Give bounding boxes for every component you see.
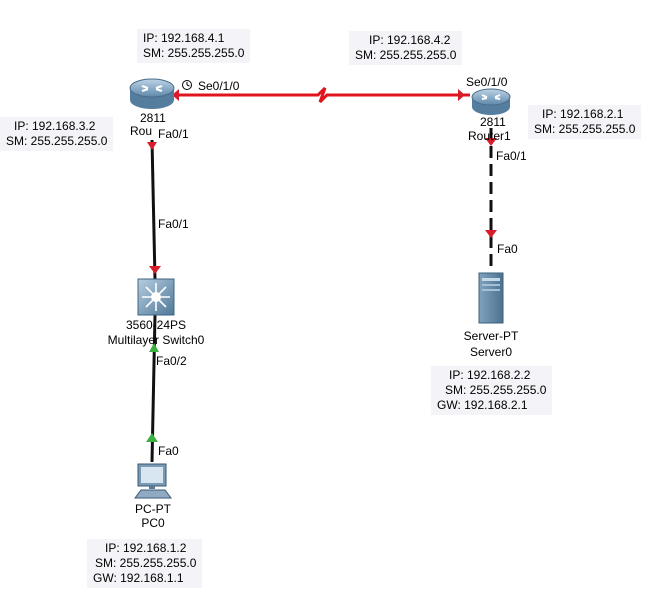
port-marker-router1-serial — [458, 89, 465, 101]
note-gw: GW: 192.168.1.1 — [93, 571, 184, 585]
note-sm: SM: 255.255.255.0 — [6, 134, 108, 148]
note-ip: IP: 192.168.4.2 — [369, 33, 451, 47]
pc0-name-label: PC0 — [141, 516, 165, 530]
note-ip: IP: 192.168.3.2 — [14, 119, 96, 133]
port-marker-router1-fa — [485, 138, 497, 146]
pc0-model-label: PC-PT — [135, 502, 171, 516]
router0[interactable] — [128, 78, 176, 112]
note-sm: SM: 255.255.255.0 — [534, 122, 636, 136]
multilayer-switch0[interactable] — [137, 278, 175, 316]
switch0-model-label: 3560-24PS — [125, 318, 187, 332]
multilayer-switch-icon — [137, 278, 175, 316]
serial-link[interactable] — [175, 86, 470, 104]
switch0-fa-down-port-label: Fa0/2 — [156, 354, 187, 368]
port-marker-router0-fa — [147, 142, 157, 150]
server0-model-label: Server-PT — [463, 329, 519, 343]
note-sm: SM: 255.255.255.0 — [445, 383, 547, 397]
note-ip: IP: 192.168.4.1 — [143, 31, 225, 45]
switch0-fa-up-port-label: Fa0/1 — [158, 217, 189, 231]
server0-name-label: Server0 — [469, 345, 513, 359]
note-ip: IP: 192.168.2.2 — [449, 368, 531, 382]
router1-serial-port-label: Se0/1/0 — [466, 75, 508, 89]
server0[interactable] — [477, 272, 505, 324]
router1-name-label: Router1 — [468, 129, 511, 143]
router0-name-label: Rou — [130, 124, 153, 138]
port-marker-switch0-fa-down — [149, 343, 159, 352]
server-icon — [478, 272, 504, 324]
server0-fa-port-label: Fa0 — [497, 242, 518, 256]
ethernet-link-router0-switch0[interactable] — [150, 139, 157, 281]
port-marker-router0-serial — [172, 89, 179, 101]
port-marker-server0-fa — [485, 230, 497, 238]
note-sm: SM: 255.255.255.0 — [355, 48, 457, 62]
note-ip: IP: 192.168.1.2 — [105, 541, 187, 555]
clock-icon — [182, 80, 192, 90]
note-gw: GW: 192.168.2.1 — [437, 398, 528, 412]
router1-fa-port-label: Fa0/1 — [496, 149, 527, 163]
note-sm: SM: 255.255.255.0 — [95, 556, 197, 570]
router1[interactable] — [470, 88, 512, 118]
port-marker-switch0-fa-up — [149, 266, 161, 274]
router-icon — [471, 88, 511, 115]
router0-model-label: 2811 — [140, 111, 166, 125]
pc-icon — [134, 463, 172, 499]
router0-serial-port-label: Se0/1/0 — [198, 79, 240, 93]
router-icon — [129, 78, 175, 109]
note-sm: SM: 255.255.255.0 — [143, 46, 245, 60]
pc0-fa-port-label: Fa0 — [158, 444, 179, 458]
switch0-name-label: Multilayer Switch0 — [107, 333, 205, 347]
router1-model-label: 2811 — [480, 115, 506, 129]
router0-fa-port-label: Fa0/1 — [158, 127, 189, 141]
note-ip: IP: 192.168.2.1 — [542, 107, 624, 121]
port-marker-pc0-fa — [146, 433, 158, 442]
pc0[interactable] — [131, 462, 175, 500]
